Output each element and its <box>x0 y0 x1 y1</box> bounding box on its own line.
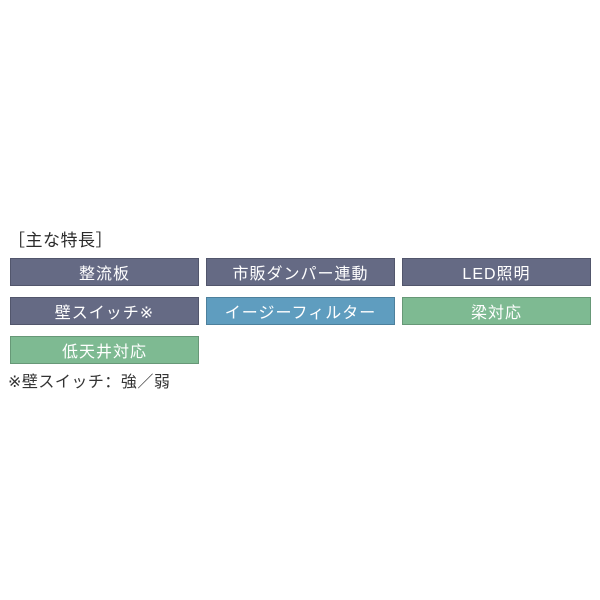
feature-badge-led-lighting: LED照明 <box>402 258 591 286</box>
feature-badge-beam-support: 梁対応 <box>402 297 591 325</box>
feature-badge-rectifier-plate: 整流板 <box>10 258 199 286</box>
feature-badge-damper-link: 市販ダンパー連動 <box>206 258 395 286</box>
feature-badge-low-ceiling-support: 低天井対応 <box>10 336 199 364</box>
footnote-wall-switch-note: ※壁スイッチ：強／弱 <box>8 374 171 391</box>
feature-badge-easy-filter: イージーフィルター <box>206 297 395 325</box>
feature-badge-grid: 整流板 市販ダンパー連動 LED照明 壁スイッチ※ イージーフィルター 梁対応 … <box>10 258 591 364</box>
feature-badge-wall-switch: 壁スイッチ※ <box>10 297 199 325</box>
section-title: ［主な特長］ <box>8 231 113 250</box>
